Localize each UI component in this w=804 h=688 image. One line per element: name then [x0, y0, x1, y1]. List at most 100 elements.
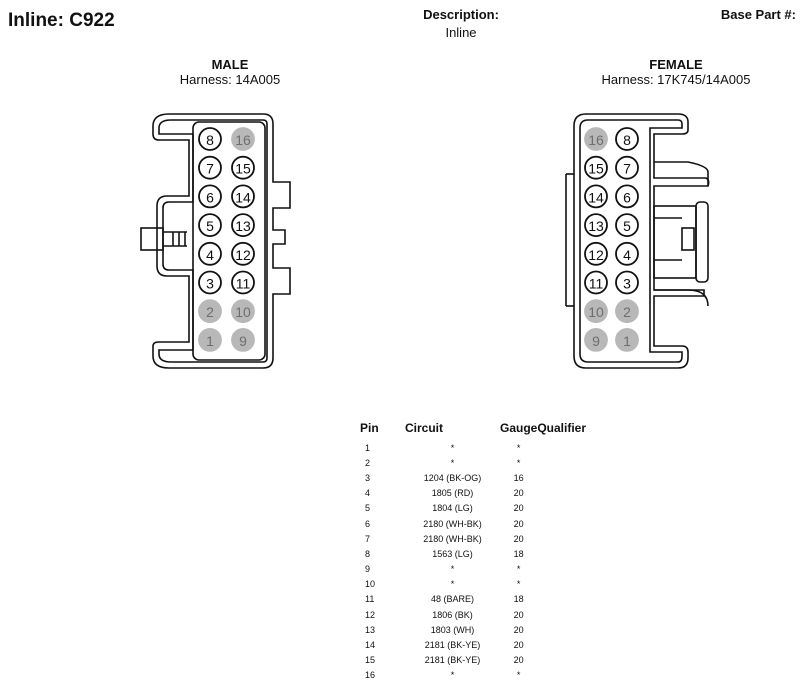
pin-number: 6 — [206, 189, 214, 205]
pin-circle — [584, 270, 608, 295]
gauge-cell: 20 — [513, 503, 524, 514]
qualifier-header: Qualifier — [537, 421, 587, 435]
pin-circle — [615, 327, 639, 352]
pin-1: 1 — [198, 327, 222, 352]
pin-4: 4 — [198, 241, 222, 266]
gauge-cell: 20 — [513, 640, 524, 651]
pin-circle — [231, 241, 255, 266]
pin-number-cell: 2 — [365, 457, 371, 468]
pin-circle — [198, 270, 222, 295]
pin-number: 15 — [235, 161, 251, 177]
qualifier-cell — [537, 531, 627, 546]
male-connector-name: MALE — [211, 57, 249, 72]
qualifier-cell — [537, 577, 627, 592]
circuit-cell: 1806 (BK) — [432, 609, 473, 620]
circuit-cell: 1563 (LG) — [432, 548, 473, 559]
pin-number-cell: 13 — [365, 624, 376, 635]
pin-8: 8 — [615, 127, 639, 151]
pin-number: 7 — [623, 161, 631, 177]
pin-circle — [615, 270, 639, 295]
pin-number: 12 — [588, 247, 604, 263]
pin-circle — [198, 241, 222, 266]
pin-number: 14 — [588, 189, 604, 205]
circuit-cell: 1805 (RD) — [431, 488, 474, 499]
pin-6: 6 — [615, 184, 639, 209]
pin-circle — [584, 184, 608, 209]
pin-12: 12 — [231, 241, 255, 266]
gauge-cell: 18 — [513, 548, 524, 559]
qualifier-cell — [537, 607, 627, 622]
pin-circle — [231, 184, 255, 209]
pin-number-cell: 12 — [365, 609, 376, 620]
qualifier-cell — [537, 637, 627, 652]
circuit-cell: 2180 (WH-BK) — [423, 533, 482, 544]
pin-9: 9 — [584, 327, 608, 352]
qualifier-cell — [537, 455, 627, 470]
pin-6: 6 — [198, 184, 222, 209]
pin-4: 4 — [615, 241, 639, 266]
male-harness-label: Harness: 14A005 — [179, 72, 281, 87]
pin-number-cell: 6 — [365, 518, 371, 529]
table-row: 10** — [355, 577, 627, 592]
description-label: Description: — [423, 7, 499, 22]
pin-number-cell: 8 — [365, 548, 371, 559]
pin-number: 16 — [588, 132, 604, 148]
table-row: 9** — [355, 562, 627, 577]
pin-1: 1 — [615, 327, 639, 352]
gauge-cell: * — [516, 564, 521, 575]
pin-circle — [615, 241, 639, 266]
qualifier-cell — [537, 486, 627, 501]
pin-number: 13 — [588, 218, 604, 234]
table-row: 1** — [355, 440, 627, 455]
pin-number: 2 — [623, 304, 631, 320]
qualifier-cell — [537, 501, 627, 516]
pin-number: 9 — [239, 333, 247, 349]
circuit-cell: 2180 (WH-BK) — [423, 518, 482, 529]
gauge-cell: * — [516, 579, 521, 590]
pin-circle — [615, 127, 639, 151]
circuit-cell: * — [450, 579, 455, 590]
female-connector-housing — [565, 113, 710, 369]
pin-number-cell: 15 — [365, 655, 376, 666]
pin-circle — [584, 155, 608, 180]
circuit-cell: 48 (BARE) — [430, 594, 474, 605]
pin-number: 5 — [623, 218, 631, 234]
pin-circle — [231, 213, 255, 237]
pin-circle — [198, 299, 222, 324]
qualifier-cell — [537, 562, 627, 577]
pin-12: 12 — [584, 241, 608, 266]
gauge-header: Gauge — [500, 421, 538, 435]
pin-circle — [584, 127, 608, 151]
gauge-cell: * — [516, 442, 521, 453]
pin-11: 11 — [584, 270, 608, 295]
pin-number: 14 — [235, 189, 251, 205]
gauge-cell: 18 — [513, 594, 524, 605]
qualifier-cell — [537, 653, 627, 668]
pin-circle — [584, 299, 608, 324]
gauge-cell: * — [516, 457, 521, 468]
pin-9: 9 — [231, 327, 255, 352]
pin-circle — [198, 327, 222, 352]
gauge-cell: 20 — [513, 609, 524, 620]
pin-5: 5 — [198, 213, 222, 237]
circuit-cell: * — [450, 442, 455, 453]
pin-5: 5 — [615, 213, 639, 237]
pin-2: 2 — [198, 299, 222, 324]
pin-14: 14 — [584, 184, 608, 209]
pin-number-cell: 7 — [365, 533, 371, 544]
pin-number: 9 — [592, 333, 600, 349]
pin-header: Pin — [360, 421, 379, 435]
pin-number: 12 — [235, 247, 251, 263]
pin-number: 6 — [623, 189, 631, 205]
female-harness-label: Harness: 17K745/14A005 — [601, 72, 751, 87]
circuit-cell: 2181 (BK-YE) — [424, 640, 481, 651]
pin-circle — [231, 155, 255, 180]
